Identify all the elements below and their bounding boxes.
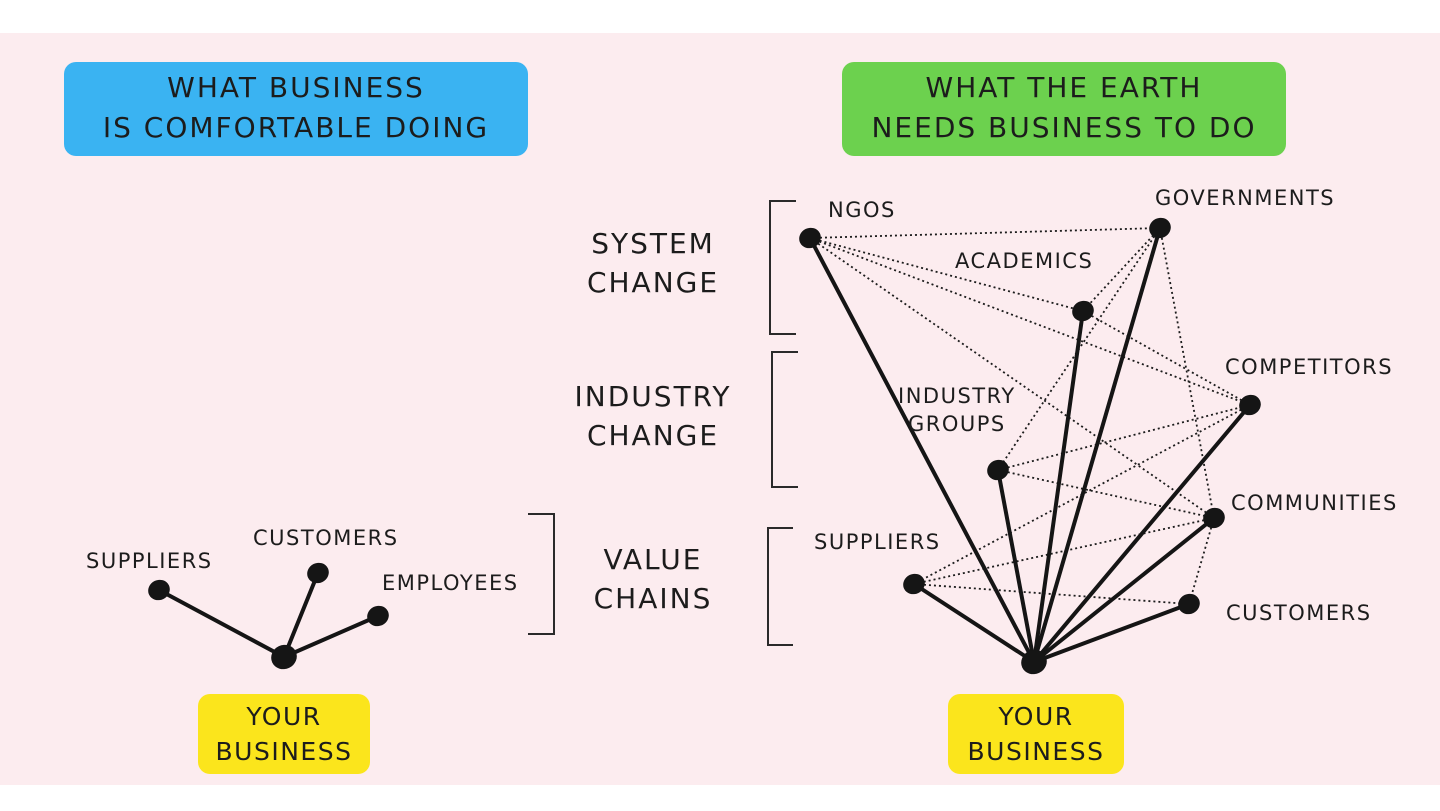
node-dot-lcus: [307, 562, 329, 584]
dotted-link-gov-aca: [1082, 227, 1161, 312]
left-label-suppliers: SUPPLIERS: [86, 549, 213, 573]
node-dot-lsup: [148, 579, 170, 601]
left-link-lsup: [157, 588, 286, 659]
node-dot-comp: [1239, 394, 1261, 416]
left-hub-line-1: YOUR: [246, 702, 322, 731]
hub-link-aca: [1032, 309, 1085, 664]
hub-link-gov: [1032, 226, 1162, 664]
left-link-lemp: [282, 614, 380, 659]
tier-value-line-1: VALUE: [603, 543, 703, 576]
right-title-badge: WHAT THE EARTH NEEDS BUSINESS TO DO: [842, 62, 1286, 156]
dotted-link-ngos-gov: [809, 227, 1161, 239]
dotted-link-ind-comp: [997, 404, 1251, 471]
right-label-competitors: COMPETITORS: [1225, 355, 1394, 379]
node-dot-sup: [903, 573, 925, 595]
node-dot-lhub: [271, 644, 297, 670]
tier-value-line-2: CHAINS: [593, 582, 713, 615]
hub-link-comp: [1032, 403, 1252, 664]
right-title-line-2: NEEDS BUSINESS TO DO: [871, 111, 1257, 144]
dotted-link-comm-cus: [1188, 517, 1215, 605]
diagram-canvas: [0, 33, 1440, 785]
right-hub-line-2: BUSINESS: [967, 737, 1105, 766]
node-dot-ind: [987, 459, 1009, 481]
right-hub-line-1: YOUR: [998, 702, 1074, 731]
right-label-ngos: NGOS: [828, 198, 896, 222]
left-label-customers: CUSTOMERS: [253, 526, 399, 550]
hub-link-ind: [996, 468, 1036, 664]
right-label-customers: CUSTOMERS: [1226, 601, 1372, 625]
bracket-value-chains-left: [528, 513, 555, 635]
left-title-line-1: WHAT BUSINESS: [167, 71, 425, 104]
tier-system-line-2: CHANGE: [586, 266, 720, 299]
bracket-industry-change: [771, 351, 798, 488]
tier-label-system-change: SYSTEM CHANGE: [578, 224, 728, 302]
hub-link-sup: [912, 582, 1036, 664]
bracket-value-chains-right: [767, 527, 793, 646]
tier-label-value-chains: VALUE CHAINS: [578, 540, 728, 618]
node-dot-lemp: [367, 605, 389, 627]
dotted-link-sup-cus: [913, 583, 1190, 605]
right-title-line-1: WHAT THE EARTH: [925, 71, 1203, 104]
left-title-line-2: IS COMFORTABLE DOING: [102, 111, 490, 144]
right-label-industry-groups: INDUSTRY GROUPS: [898, 382, 1016, 438]
node-dots: [148, 217, 1261, 675]
dotted-link-ind-comm: [997, 469, 1215, 519]
hub-link-comm: [1032, 516, 1216, 664]
node-dot-gov: [1149, 217, 1171, 239]
tier-industry-line-2: CHANGE: [586, 419, 720, 452]
dotted-link-aca-comp: [1082, 310, 1251, 406]
node-dot-cus: [1178, 593, 1200, 615]
node-dot-aca: [1072, 300, 1094, 322]
left-hub-line-2: BUSINESS: [215, 737, 353, 766]
left-link-lcus: [282, 571, 320, 659]
right-hub-badge: YOUR BUSINESS: [948, 694, 1124, 774]
node-dot-ngos: [799, 227, 821, 249]
left-title-badge: WHAT BUSINESS IS COMFORTABLE DOING: [64, 62, 528, 156]
hub-link-ngos: [808, 236, 1036, 664]
dotted-link-ngos-comm: [809, 237, 1215, 519]
dotted-link-gov-comm: [1159, 227, 1215, 519]
tier-label-industry-change: INDUSTRY CHANGE: [565, 377, 741, 455]
left-label-employees: EMPLOYEES: [382, 571, 519, 595]
tier-system-line-1: SYSTEM: [591, 227, 715, 260]
dotted-link-ngos-aca: [809, 237, 1084, 312]
dotted-link-ngos-comp: [809, 237, 1251, 406]
right-label-governments: GOVERNMENTS: [1155, 186, 1336, 210]
bracket-system-change: [769, 200, 796, 335]
left-hub-badge: YOUR BUSINESS: [198, 694, 370, 774]
right-label-communities: COMMUNITIES: [1231, 491, 1398, 515]
solid-links: [157, 226, 1252, 664]
right-label-academics: ACADEMICS: [955, 249, 1094, 273]
right-label-suppliers: SUPPLIERS: [814, 530, 941, 554]
tier-industry-line-1: INDUSTRY: [574, 380, 732, 413]
hub-link-cus: [1032, 602, 1191, 664]
node-dot-rhub: [1021, 649, 1047, 675]
industry-groups-line-1: INDUSTRY: [898, 384, 1016, 408]
industry-groups-line-2: GROUPS: [907, 412, 1006, 436]
dotted-link-sup-comm: [913, 517, 1215, 585]
node-dot-comm: [1203, 507, 1225, 529]
